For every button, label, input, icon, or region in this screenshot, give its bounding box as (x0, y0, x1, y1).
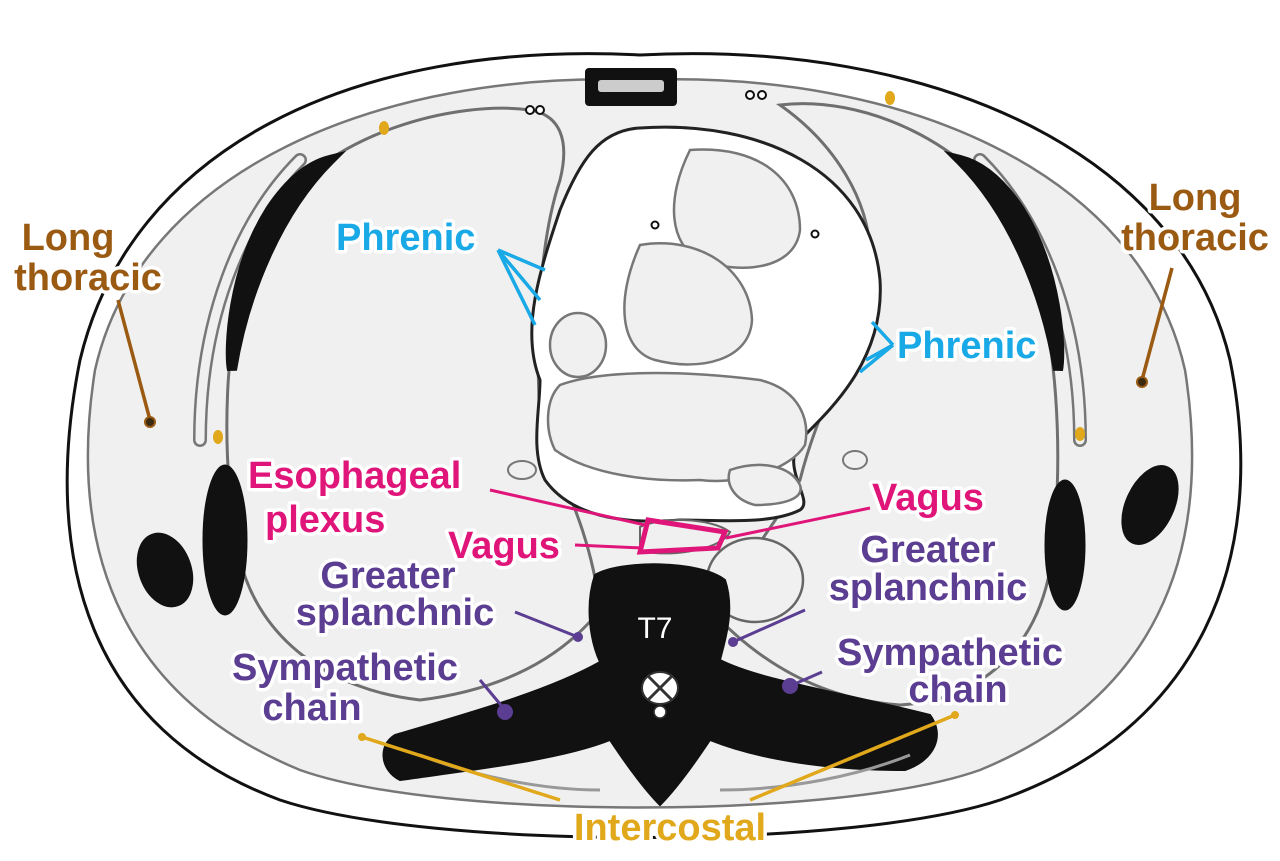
fat-dot (379, 121, 389, 135)
vessel-right-hilum (842, 450, 868, 470)
spinal-process-mark (653, 705, 667, 719)
vessel-dot (535, 105, 545, 115)
sympathetic-left-node (497, 704, 513, 720)
label-vagus-right: Vagus (872, 477, 984, 519)
fat-dot (213, 430, 223, 444)
intercostal-right-node (951, 711, 959, 719)
vagus-right-pointer (725, 506, 871, 540)
sternum-marrow (598, 80, 664, 92)
heart-chamber-5 (727, 463, 802, 507)
greater-splanchnic-right-pointer (732, 608, 806, 644)
esophageal-plexus-outline (636, 517, 729, 555)
label-phrenic-left: Phrenic (336, 217, 475, 259)
fat-dot (1075, 427, 1085, 441)
heart-chamber-4 (548, 311, 608, 379)
label-sympathetic-right-2: chain (908, 669, 1007, 711)
label-greater-splanchnic-right-1: Greater (860, 529, 995, 571)
label-phrenic-right: Phrenic (897, 325, 1036, 367)
label-sympathetic-right-1: Sympathetic (837, 632, 1063, 674)
vessel-dot (745, 90, 755, 100)
long-thoracic-left-node (144, 416, 156, 428)
heart-chamber-1 (672, 148, 802, 270)
label-vagus-left: Vagus (448, 525, 560, 567)
vessel-dot (757, 90, 767, 100)
posterior-rib-right (719, 753, 911, 792)
vessel-left-hilum (507, 460, 537, 480)
greater-splanchnic-left-pointer (514, 610, 579, 639)
fat-dot (885, 91, 895, 105)
label-long-thoracic-right-1: Long (1149, 177, 1242, 219)
label-greater-splanchnic-left-1: Greater (320, 555, 455, 597)
esophageal-pointer (489, 488, 646, 527)
long-thoracic-right-node (1136, 376, 1148, 388)
label-greater-splanchnic-left-2: splanchnic (296, 592, 495, 634)
spinal-cord-mark (646, 674, 674, 702)
label-long-thoracic-left-2: thoracic (14, 257, 162, 299)
vessel-dot (650, 220, 660, 230)
label-esophageal-1: Esophageal (248, 455, 461, 497)
label-sympathetic-left-2: chain (262, 687, 361, 729)
sympathetic-left-pointer (478, 679, 507, 711)
intercostal-left-node (358, 733, 366, 741)
long-thoracic-right-pointer (1140, 267, 1174, 381)
phrenic-right-pointer (858, 320, 895, 374)
label-intercostal: Intercostal (574, 807, 766, 849)
vessel-dot (525, 105, 535, 115)
sympathetic-right-node (782, 678, 798, 694)
vagus-left-pointer (574, 543, 644, 550)
label-esophageal-2: plexus (265, 499, 385, 541)
right-lateral-muscle (1044, 479, 1086, 611)
right-serratus-dark (1121, 465, 1179, 545)
label-long-thoracic-right-2: thoracic (1121, 217, 1269, 259)
rib-left-1-inner (195, 155, 305, 445)
greater-splanchnic-left-node (573, 632, 583, 642)
phrenic-left-pointer (496, 248, 546, 326)
label-long-thoracic-left-1: Long (22, 217, 115, 259)
intercostal-left-pointer (361, 735, 561, 802)
label-greater-splanchnic-right-2: splanchnic (829, 567, 1028, 609)
left-wall-muscle-dark (225, 150, 347, 371)
intercostal-right-pointer (749, 713, 956, 802)
label-sympathetic-left-1: Sympathetic (232, 647, 458, 689)
greater-splanchnic-right-node (728, 637, 738, 647)
heart-chamber-2 (623, 242, 754, 366)
left-serratus-dark (136, 532, 194, 608)
label-vertebra: T7 (637, 612, 672, 645)
left-lateral-muscle (202, 464, 248, 616)
right-wall-muscle-dark (943, 150, 1065, 371)
long-thoracic-left-pointer (116, 299, 152, 421)
vessel-dot (810, 229, 820, 239)
